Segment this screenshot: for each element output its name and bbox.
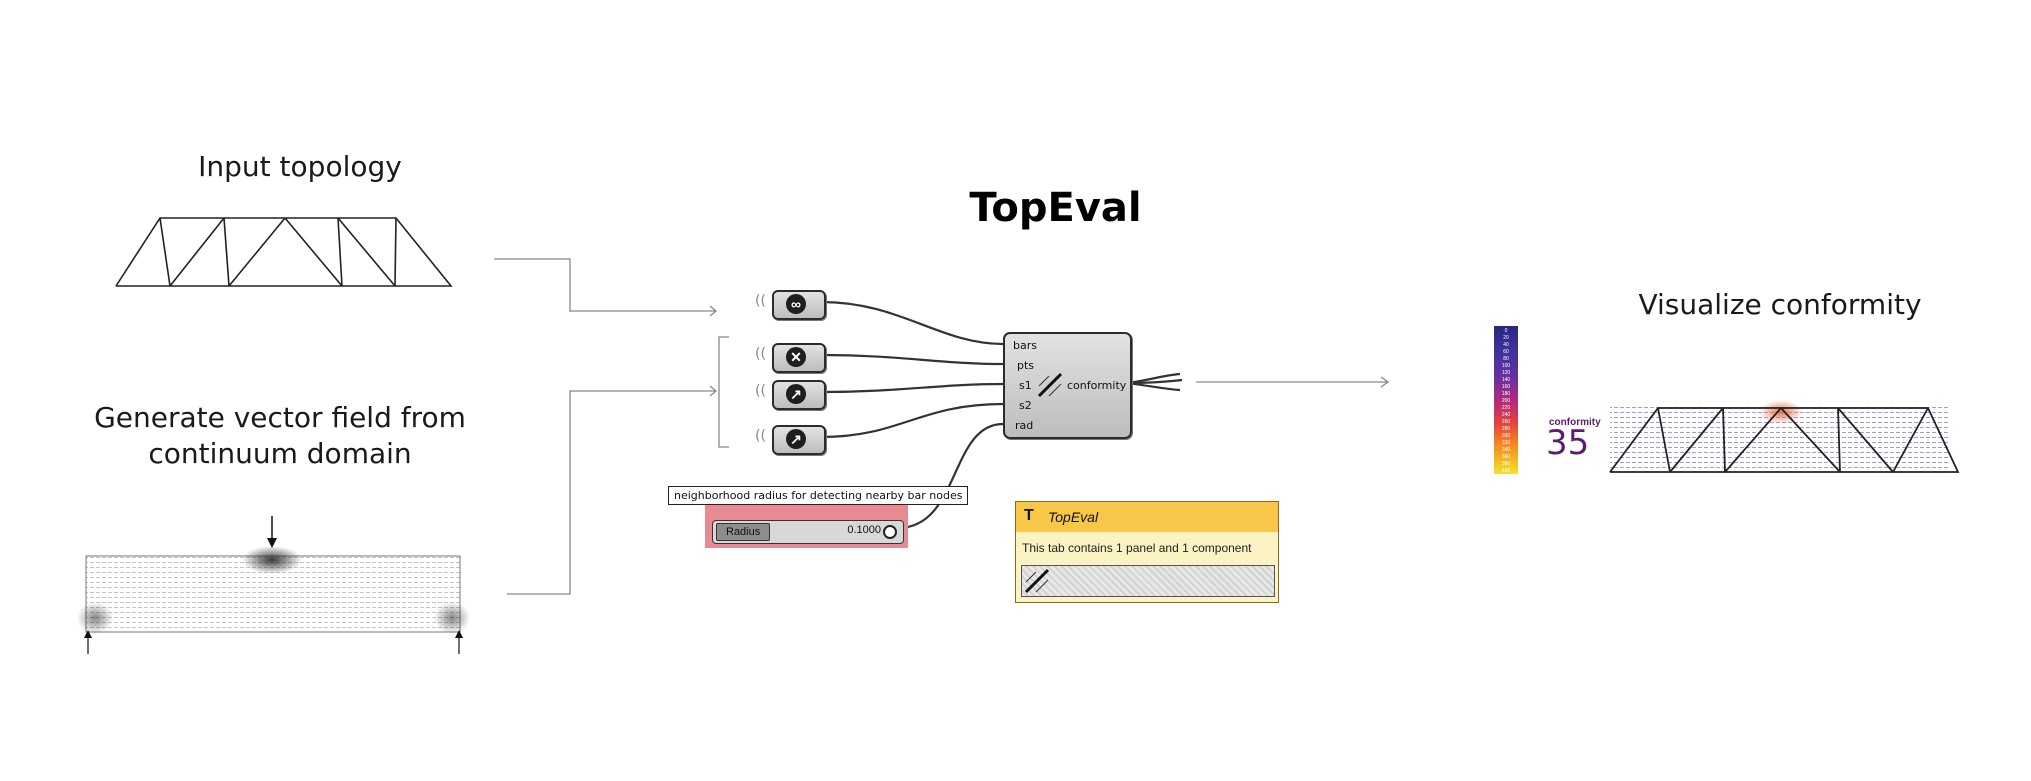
legend-tick: 360 bbox=[1501, 454, 1511, 460]
link-icon: ∞ bbox=[786, 294, 806, 314]
point-icon: ✕ bbox=[786, 347, 806, 367]
topeval-component[interactable]: bars pts s1 s2 rad conformity bbox=[1003, 332, 1132, 439]
legend-tick: 240 bbox=[1501, 412, 1511, 418]
generate-field-label: Generate vector field from continuum dom… bbox=[60, 400, 500, 472]
port-pts[interactable]: pts bbox=[1017, 359, 1035, 372]
radius-slider[interactable]: Radius 0.1000 bbox=[712, 520, 904, 544]
legend-tick: 380 bbox=[1501, 461, 1511, 467]
legend-tick: 80 bbox=[1503, 356, 1509, 362]
conformity-label: conformity bbox=[1549, 417, 1601, 428]
tab-header: T TopEval bbox=[1016, 502, 1278, 532]
legend-tick: 340 bbox=[1501, 447, 1511, 453]
visualize-conformity-label: Visualize conformity bbox=[1638, 288, 1922, 321]
port-rad[interactable]: rad bbox=[1015, 419, 1034, 432]
port-s1[interactable]: s1 bbox=[1019, 379, 1032, 392]
input-node-pts[interactable]: ✕ bbox=[772, 343, 826, 373]
legend-tick: 220 bbox=[1501, 405, 1511, 411]
input-node-s2[interactable]: ↗ bbox=[772, 425, 826, 455]
slider-name: Radius bbox=[716, 523, 771, 541]
input-topology-label: Input topology bbox=[198, 150, 402, 183]
legend-tick: 160 bbox=[1501, 384, 1511, 390]
vector-icon: ↗ bbox=[786, 429, 806, 449]
legend-tick: 0 bbox=[1504, 328, 1508, 334]
flow-connectors bbox=[494, 258, 1390, 595]
legend-tick: 100 bbox=[1501, 363, 1511, 369]
slider-tooltip: neighborhood radius for detecting nearby… bbox=[668, 486, 969, 505]
legend-tick: 260 bbox=[1501, 419, 1511, 425]
vector-field-domain bbox=[77, 516, 470, 654]
slider-value: 0.1000 bbox=[847, 524, 881, 536]
component-wires bbox=[821, 300, 1183, 530]
legend-tick: 280 bbox=[1501, 426, 1511, 432]
input-node-bars[interactable]: ∞ bbox=[772, 290, 826, 320]
tab-panel: T TopEval This tab contains 1 panel and … bbox=[1015, 501, 1279, 603]
signal-icon: (( bbox=[755, 293, 766, 309]
legend-tick: 200 bbox=[1501, 398, 1511, 404]
topeval-icon[interactable] bbox=[1024, 568, 1050, 594]
vector-icon: ↗ bbox=[786, 384, 806, 404]
legend-tick: 400 bbox=[1501, 468, 1511, 474]
legend-tick: 120 bbox=[1501, 370, 1511, 376]
legend-tick: 20 bbox=[1503, 335, 1509, 341]
input-truss bbox=[115, 217, 453, 287]
legend-tick: 140 bbox=[1501, 377, 1511, 383]
tab-name: TopEval bbox=[1048, 509, 1099, 525]
legend-tick: 180 bbox=[1501, 391, 1511, 397]
slider-knob[interactable] bbox=[883, 525, 897, 539]
port-s2[interactable]: s2 bbox=[1019, 399, 1032, 412]
generate-field-label-line2: continuum domain bbox=[148, 437, 412, 470]
tab-icon: T bbox=[1024, 507, 1034, 524]
legend-tick: 60 bbox=[1503, 349, 1509, 355]
port-bars[interactable]: bars bbox=[1013, 339, 1037, 352]
tab-component-strip bbox=[1021, 565, 1275, 597]
signal-icon: (( bbox=[755, 383, 766, 399]
tab-description: This tab contains 1 panel and 1 componen… bbox=[1022, 541, 1252, 555]
page-title: TopEval bbox=[969, 185, 1142, 231]
signal-icon: (( bbox=[755, 428, 766, 444]
legend-tick: 300 bbox=[1501, 433, 1511, 439]
legend-tick: 40 bbox=[1503, 342, 1509, 348]
topeval-icon bbox=[1037, 372, 1063, 398]
signal-icon: (( bbox=[755, 346, 766, 362]
conformity-value: 35 bbox=[1546, 423, 1590, 463]
legend-tick: 320 bbox=[1501, 440, 1511, 446]
result-truss bbox=[1609, 400, 1960, 473]
generate-field-label-line1: Generate vector field from bbox=[94, 401, 466, 434]
input-node-s1[interactable]: ↗ bbox=[772, 380, 826, 410]
port-conformity[interactable]: conformity bbox=[1067, 379, 1127, 392]
